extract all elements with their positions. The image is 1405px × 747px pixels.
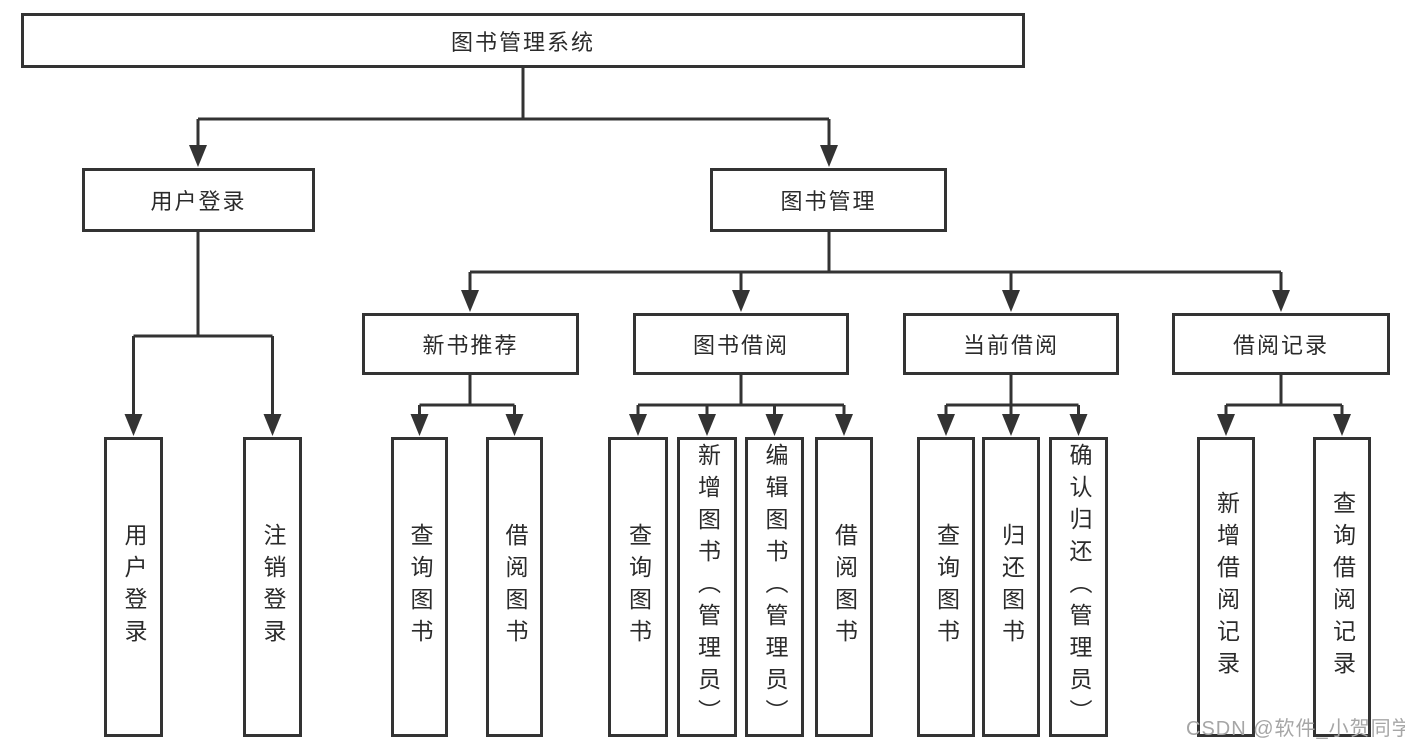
arrowhead (629, 414, 647, 436)
leaf-add-borrowing-record-label: 新增借阅记录 (1213, 491, 1240, 683)
leaf-query-books-2: 查询图书 (608, 437, 668, 737)
arrowhead (1002, 290, 1020, 312)
node-user-login: 用户登录 (82, 168, 315, 232)
leaf-query-borrowing-record-label: 查询借阅记录 (1329, 491, 1356, 683)
node-book-management-label: 图书管理 (780, 189, 877, 214)
csdn-watermark: CSDN @软件_小贺同学 (1186, 718, 1405, 740)
arrowhead (1272, 290, 1290, 312)
leaf-query-books-1: 查询图书 (391, 437, 448, 737)
node-user-login-label: 用户登录 (150, 189, 247, 214)
node-borrowing-records-label: 借阅记录 (1232, 333, 1329, 358)
arrowhead (189, 145, 207, 167)
leaf-borrow-books-1-label: 借阅图书 (502, 523, 528, 651)
arrowhead (698, 414, 716, 436)
leaf-confirm-return-admin-label: 确认归还（管理员） (1066, 443, 1092, 731)
node-book-borrowing: 图书借阅 (633, 313, 849, 375)
leaf-return-books: 归还图书 (982, 437, 1040, 737)
leaf-user-login: 用户登录 (104, 437, 163, 737)
node-book-management: 图书管理 (710, 168, 947, 232)
leaf-borrow-books-2-label: 借阅图书 (831, 523, 858, 651)
node-borrowing-records: 借阅记录 (1172, 313, 1390, 375)
node-current-borrowing: 当前借阅 (903, 313, 1119, 375)
arrowhead (835, 414, 853, 436)
arrowhead (1333, 414, 1351, 436)
leaf-query-books-3: 查询图书 (917, 437, 975, 737)
arrowhead (263, 414, 282, 436)
leaf-add-borrowing-record: 新增借阅记录 (1197, 437, 1255, 737)
leaf-borrow-books-2: 借阅图书 (815, 437, 873, 737)
leaf-logout: 注销登录 (243, 437, 302, 737)
node-new-book-recommendation: 新书推荐 (362, 313, 579, 375)
leaf-return-books-label: 归还图书 (998, 523, 1025, 651)
arrowhead (410, 414, 429, 436)
arrowhead (937, 414, 955, 436)
arrowhead (124, 414, 143, 436)
leaf-edit-books-admin-label: 编辑图书（管理员） (762, 443, 788, 731)
arrowhead (461, 290, 479, 312)
node-new-book-recommendation-label: 新书推荐 (422, 333, 519, 358)
tree-edges (132, 68, 1344, 416)
arrowhead (820, 145, 838, 167)
leaf-query-borrowing-record: 查询借阅记录 (1313, 437, 1371, 737)
leaf-query-books-1-label: 查询图书 (407, 523, 433, 651)
arrowhead (1002, 414, 1020, 436)
arrowhead (505, 414, 524, 436)
node-current-borrowing-label: 当前借阅 (962, 333, 1059, 358)
leaf-confirm-return-admin: 确认归还（管理员） (1049, 437, 1108, 737)
leaf-query-books-3-label: 查询图书 (933, 523, 960, 651)
leaf-logout-label: 注销登录 (260, 523, 286, 651)
arrowhead (1069, 414, 1088, 436)
arrowhead (732, 290, 750, 312)
node-library-management-system: 图书管理系统 (21, 13, 1025, 68)
arrowhead (765, 414, 784, 436)
leaf-user-login-label: 用户登录 (121, 523, 147, 651)
leaf-edit-books-admin: 编辑图书（管理员） (745, 437, 804, 737)
node-book-borrowing-label: 图书借阅 (692, 333, 789, 358)
leaf-borrow-books-1: 借阅图书 (486, 437, 543, 737)
leaf-add-books-admin: 新增图书（管理员） (677, 437, 737, 737)
leaf-query-books-2-label: 查询图书 (625, 523, 652, 651)
leaf-add-books-admin-label: 新增图书（管理员） (694, 443, 721, 731)
node-library-management-system-label: 图书管理系统 (450, 29, 595, 55)
arrowhead (1217, 414, 1235, 436)
